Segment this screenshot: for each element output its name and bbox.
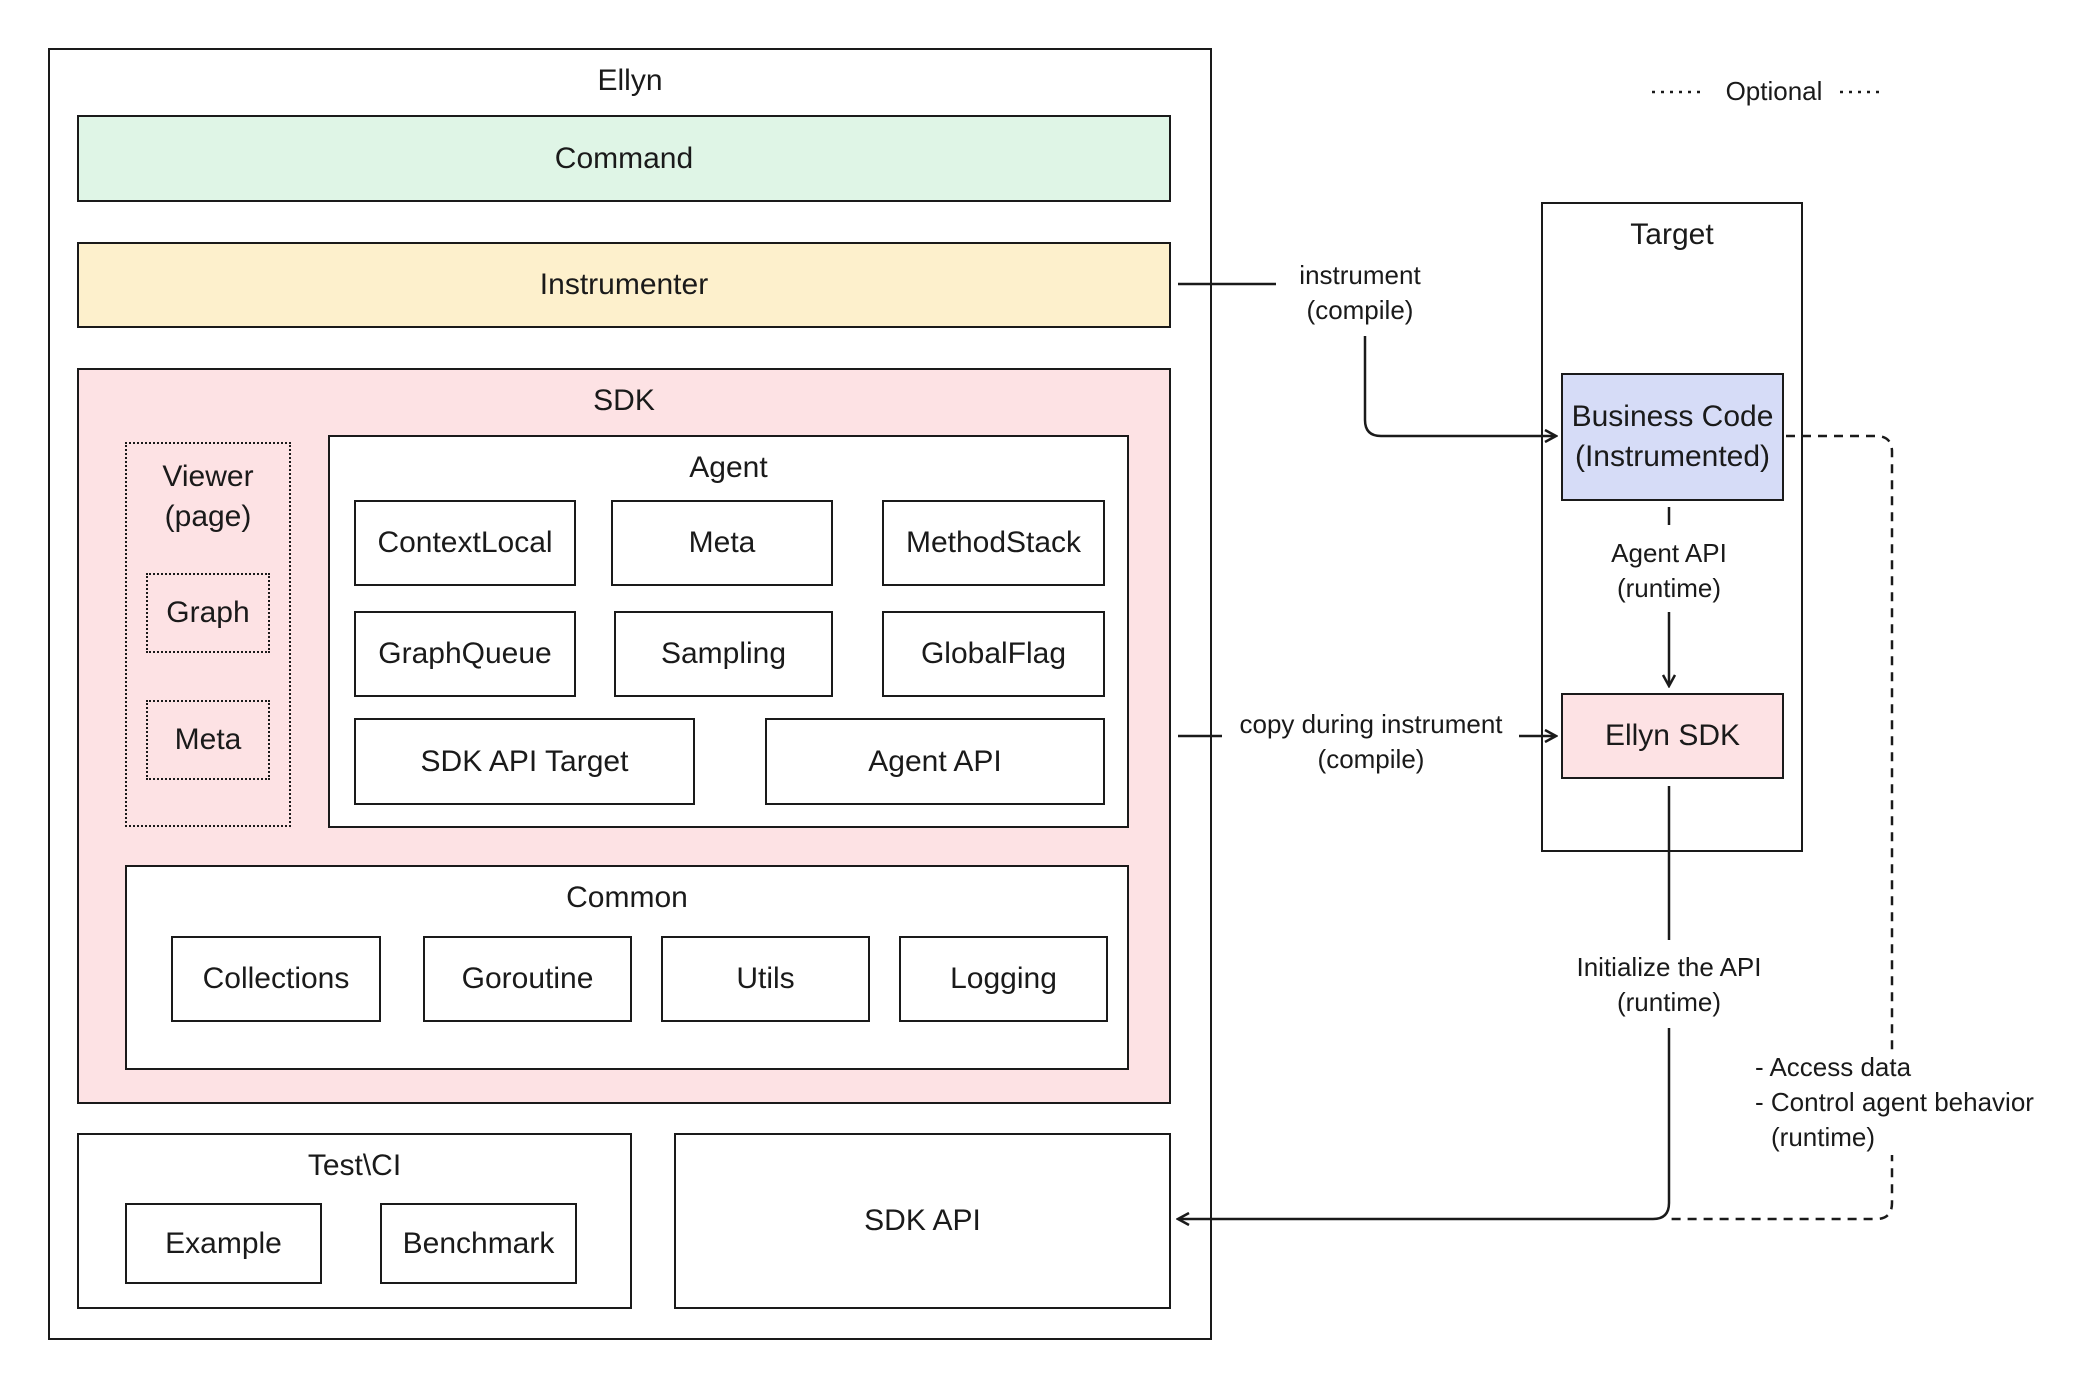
common-item-label: Collections [202,962,350,995]
ellyn-title: Ellyn [597,64,663,97]
ellyn-sdk-box: Ellyn SDK [1561,693,1784,779]
agent-item-label: MethodStack [905,526,1082,559]
viewer-container: Viewer (page) [125,442,291,827]
instrumenter-label: Instrumenter [539,268,709,301]
agent-item-meta: Meta [611,500,833,586]
business-code-box: Business Code (Instrumented) [1561,373,1784,501]
instrument-edge-label-line2: (compile) [1306,295,1414,326]
copy-edge-label: copy during instrument (compile) [1226,707,1516,778]
sdk-api-label: SDK API [864,1204,981,1237]
copy-edge-label-line1: copy during instrument [1239,709,1503,739]
test-ci-item-label: Example [165,1226,282,1260]
target-title: Target [1630,218,1714,251]
agent-item-label: ContextLocal [377,526,553,559]
target-container: Target [1541,202,1803,852]
agent-item-label: SDK API Target [420,744,629,778]
agent-item-label: GraphQueue [378,637,552,670]
viewer-item-graph-label: Graph [166,596,250,629]
agent-item-label: Meta [688,526,756,559]
test-ci-item-benchmark: Benchmark [380,1203,577,1284]
test-ci-item-example: Example [125,1203,322,1284]
common-title: Common [566,881,688,914]
instrumenter-box: Instrumenter [77,242,1171,328]
ellyn-container: Ellyn [48,48,1212,1340]
agent-item-agent-api: Agent API [765,718,1105,805]
sdk-title: SDK [593,384,655,417]
viewer-item-meta: Meta [146,700,270,780]
access-data-dashed-edge [1669,434,1894,1221]
viewer-item-meta-label: Meta [174,723,242,756]
viewer-item-graph: Graph [146,573,270,653]
access-data-label-line2: - Control agent behavior [1755,1087,2034,1118]
common-item-goroutine: Goroutine [423,936,632,1022]
command-box: Command [77,115,1171,202]
agent-api-edge-label-line2: (runtime) [1616,573,1721,604]
agent-api-edge-label: Agent API (runtime) [1597,536,1741,606]
agent-item-methodstack: MethodStack [882,500,1105,586]
test-ci-title: Test\CI [307,1149,402,1182]
agent-item-label: Agent API [868,744,1002,778]
init-api-edge-arrow [1178,1028,1671,1219]
access-data-label-line1: - Access data [1755,1052,1912,1082]
agent-item-graphqueue: GraphQueue [354,611,576,697]
command-label: Command [554,141,694,175]
instrument-edge-label: instrument (compile) [1278,258,1442,329]
agent-item-sdk-api-target: SDK API Target [354,718,695,805]
agent-item-globalflag: GlobalFlag [882,611,1105,697]
init-api-edge-label-line2: (runtime) [1616,987,1721,1018]
common-item-collections: Collections [171,936,381,1022]
test-ci-item-label: Benchmark [402,1226,555,1260]
access-data-edge-label: - Access data - Control agent behavior (… [1755,1050,2055,1156]
legend-optional-label: Optional [1725,76,1823,106]
ellyn-sdk-label: Ellyn SDK [1604,719,1741,752]
agent-item-label: Sampling [660,637,787,670]
init-api-edge-label: Initialize the API (runtime) [1569,950,1769,1021]
copy-edge-label-line2: (compile) [1317,744,1425,775]
agent-title: Agent [689,451,768,484]
agent-item-label: GlobalFlag [920,637,1067,670]
viewer-subtitle: (page) [164,500,252,533]
common-item-label: Logging [950,962,1057,995]
instrument-edge-label-line1: instrument [1299,260,1421,290]
business-code-label-line1: Business Code [1571,399,1774,433]
business-code-label-line2: (Instrumented) [1574,440,1771,473]
instrument-edge-arrow [1363,336,1556,436]
test-ci-container: Test\CI [77,1133,632,1309]
agent-item-contextlocal: ContextLocal [354,500,576,586]
common-item-label: Goroutine [461,962,594,995]
common-item-logging: Logging [899,936,1108,1022]
access-data-label-line3: (runtime) [1771,1122,1876,1153]
init-api-edge-label-line1: Initialize the API [1576,952,1762,982]
common-item-label: Utils [736,962,795,995]
agent-item-sampling: Sampling [614,611,833,697]
agent-api-edge-label-line1: Agent API [1611,538,1727,568]
viewer-title: Viewer [162,460,254,493]
common-item-utils: Utils [661,936,870,1022]
sdk-api-box: SDK API [674,1133,1171,1309]
